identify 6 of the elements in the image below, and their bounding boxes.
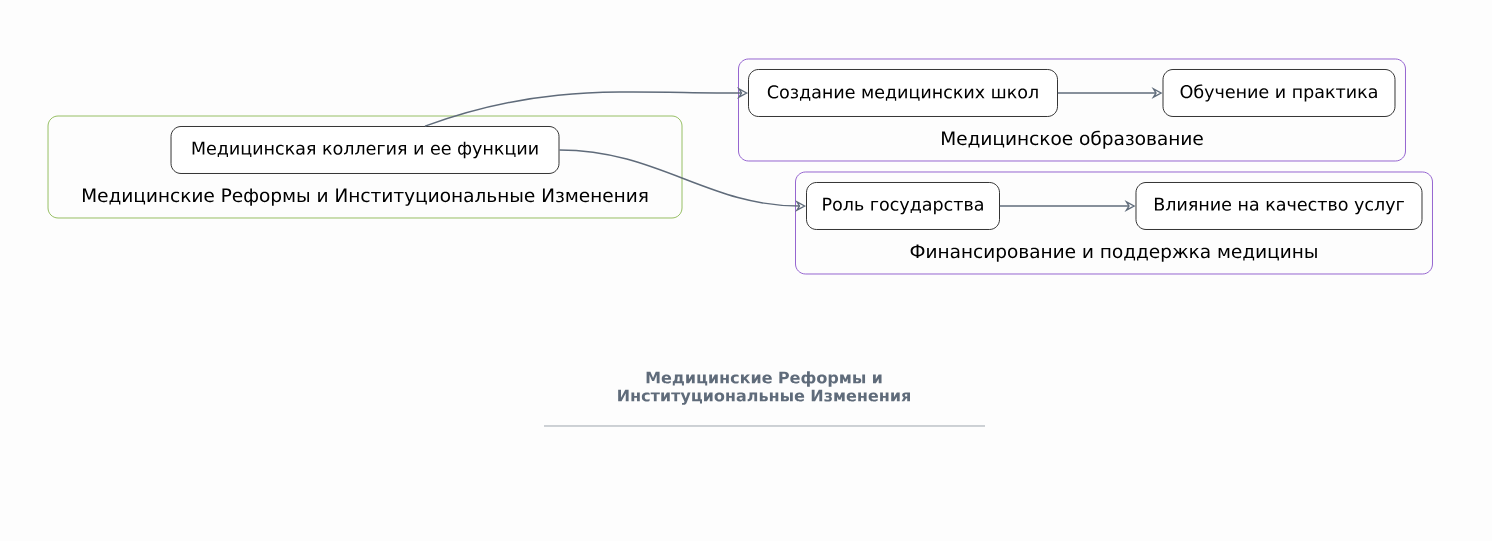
process-box: Влияние на качество услуг xyxy=(1135,182,1423,230)
process-box: Медицинская коллегия и ее функции xyxy=(170,126,560,174)
process-box: Обучение и практика xyxy=(1162,69,1396,117)
process-box: Роль государства xyxy=(806,182,1000,230)
diagram-title: Медицинские Реформы и Институциональные Изменения xyxy=(618,371,910,405)
process-box: Создание медицинских школ xyxy=(748,69,1058,117)
